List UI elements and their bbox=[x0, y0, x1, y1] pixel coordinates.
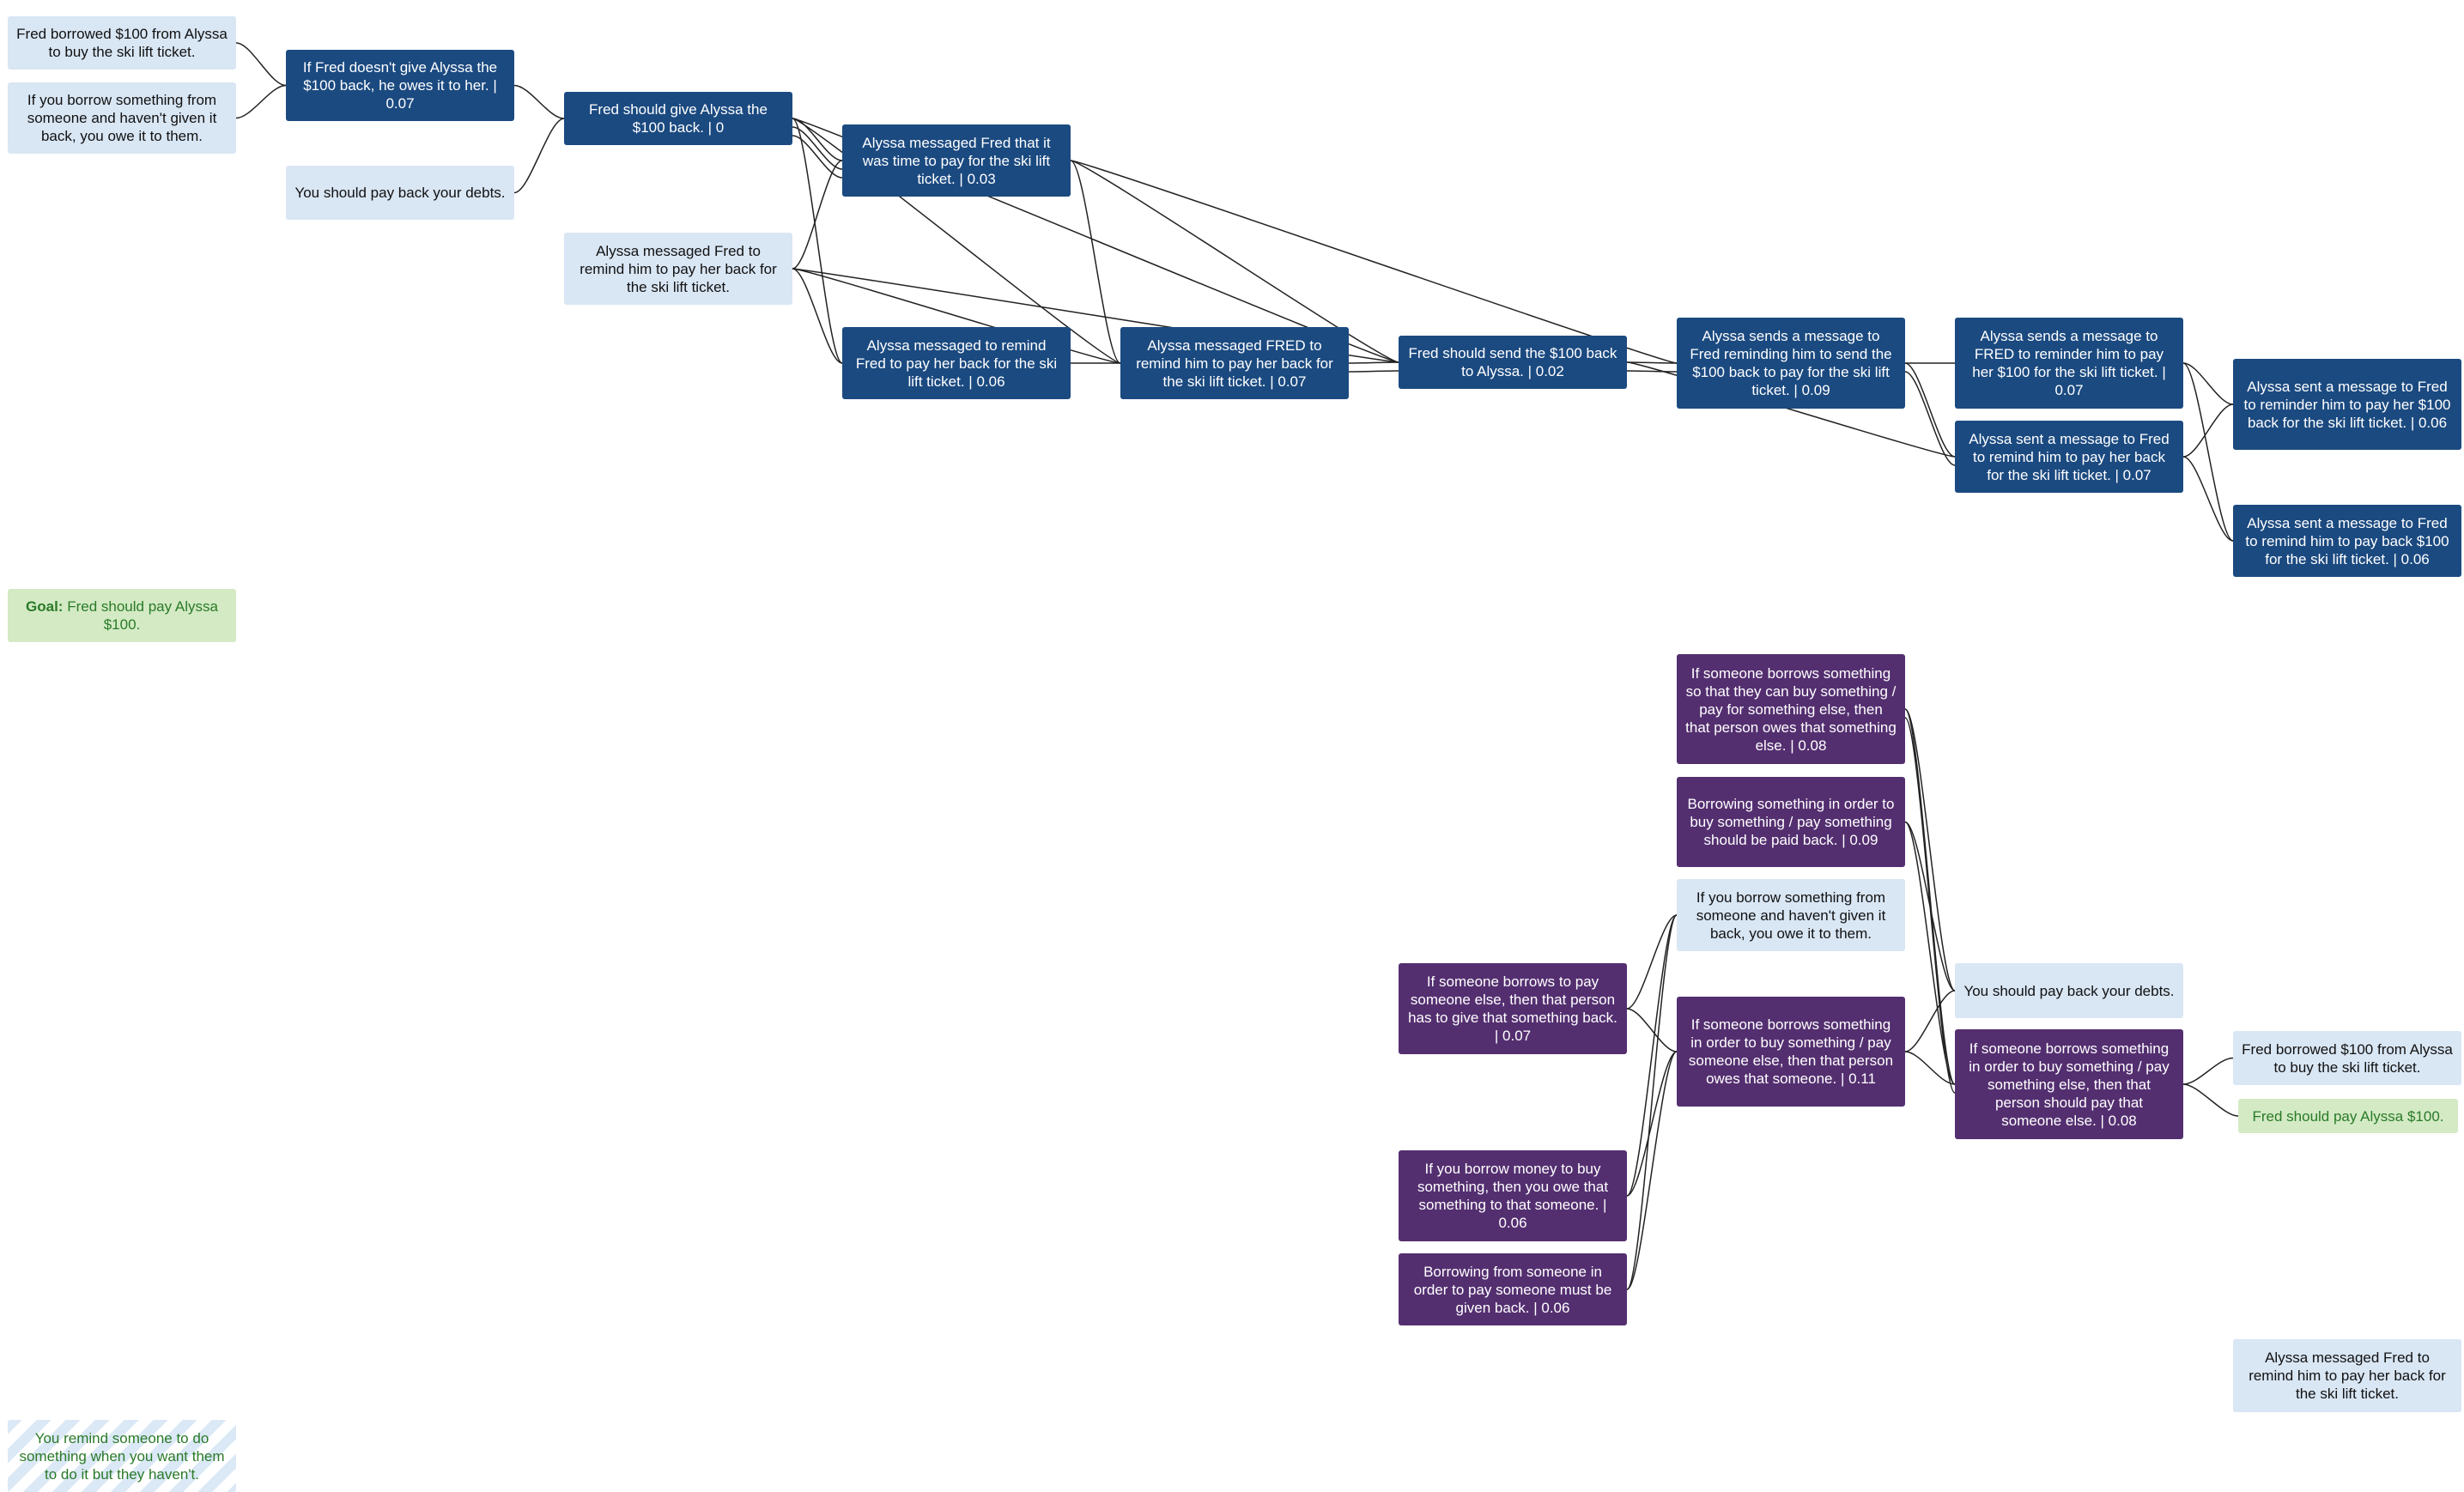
edge bbox=[1070, 160, 1399, 363]
node-alyssa-sends-fred-caps: Alyssa sends a message to FRED to remind… bbox=[1955, 318, 2183, 409]
edge bbox=[1626, 914, 1678, 1290]
goal-leaf: Fred should pay Alyssa $100. bbox=[2238, 1099, 2458, 1133]
rule-borrows-should-pay: If someone borrows something in order to… bbox=[1955, 1029, 2183, 1139]
edge bbox=[792, 118, 843, 364]
edge bbox=[1904, 821, 1956, 1085]
premise-pay-debts-2: You should pay back your debts. bbox=[1955, 963, 2183, 1018]
premise-borrow-owe-2: If you borrow something from someone and… bbox=[1677, 879, 1905, 951]
premise-remind-someone: You remind someone to do something when … bbox=[8, 1420, 236, 1492]
edge bbox=[1626, 914, 1678, 1010]
edge bbox=[792, 126, 843, 170]
premise-pay-debts: You should pay back your debts. bbox=[286, 166, 514, 220]
edge bbox=[1904, 708, 1956, 992]
edge bbox=[792, 118, 1399, 363]
edge bbox=[235, 42, 287, 87]
edge bbox=[1348, 370, 1399, 373]
edge bbox=[792, 118, 1121, 364]
rule-borrow-money: If you borrow money to buy something, th… bbox=[1399, 1150, 1627, 1241]
node-fred-owes-her: If Fred doesn't give Alyssa the $100 bac… bbox=[286, 50, 514, 121]
edge bbox=[1904, 1051, 1956, 1085]
edge bbox=[2182, 456, 2234, 542]
rule-borrows-to-pay: If someone borrows to pay someone else, … bbox=[1399, 963, 1627, 1054]
edge bbox=[1626, 1008, 1678, 1052]
edge bbox=[1070, 160, 1121, 364]
rule-borrowing-paid-back: Borrowing something in order to buy some… bbox=[1677, 777, 1905, 867]
edge bbox=[792, 268, 843, 364]
rule-borrows-so-owes: If someone borrows something so that the… bbox=[1677, 654, 1905, 764]
node-alyssa-sent-reminder-100: Alyssa sent a message to Fred to reminde… bbox=[2233, 359, 2461, 450]
edge bbox=[513, 84, 565, 119]
premise-borrow-owe: If you borrow something from someone and… bbox=[8, 82, 236, 154]
edge bbox=[1626, 370, 1678, 373]
premise-alyssa-messaged: Alyssa messaged Fred to remind him to pa… bbox=[564, 233, 792, 305]
edge bbox=[1904, 990, 1956, 1052]
rule-borrows-owes-someone: If someone borrows something in order to… bbox=[1677, 997, 1905, 1107]
node-alyssa-time-to-pay: Alyssa messaged Fred that it was time to… bbox=[842, 124, 1071, 197]
edge bbox=[2182, 1083, 2239, 1117]
edge bbox=[792, 160, 843, 270]
node-alyssa-messaged-to-remind: Alyssa messaged to remind Fred to pay he… bbox=[842, 327, 1071, 399]
node-fred-should-send: Fred should send the $100 back to Alyssa… bbox=[1399, 336, 1627, 389]
edge bbox=[1626, 361, 1678, 364]
edge bbox=[1904, 362, 1956, 458]
edge bbox=[1904, 371, 1956, 466]
edge bbox=[1626, 1051, 1678, 1197]
edge bbox=[2182, 1057, 2234, 1085]
edge bbox=[2182, 362, 2234, 405]
goal-label: Goal: bbox=[26, 598, 64, 615]
premise-fred-borrowed: Fred borrowed $100 from Alyssa to buy th… bbox=[8, 16, 236, 70]
edge bbox=[1070, 160, 1678, 364]
edge bbox=[1904, 821, 1956, 992]
edge bbox=[792, 268, 1399, 363]
edge bbox=[792, 135, 843, 179]
edge bbox=[2182, 362, 2234, 542]
edge bbox=[1626, 361, 1956, 458]
edge bbox=[513, 118, 565, 194]
rule-borrowing-from: Borrowing from someone in order to pay s… bbox=[1399, 1253, 1627, 1325]
edge bbox=[1626, 1051, 1678, 1290]
goal-box: Goal: Fred should pay Alyssa $100. bbox=[8, 589, 236, 642]
edge bbox=[1348, 361, 1399, 364]
edge bbox=[792, 118, 843, 161]
node-alyssa-sent-remind-100: Alyssa sent a message to Fred to remind … bbox=[2233, 505, 2461, 577]
goal-text: Fred should pay Alyssa $100. bbox=[67, 598, 218, 633]
premise-fred-borrowed-2: Fred borrowed $100 from Alyssa to buy th… bbox=[2233, 1031, 2461, 1085]
edge bbox=[2182, 403, 2234, 458]
edge bbox=[1904, 708, 1956, 1085]
edge bbox=[792, 268, 1121, 364]
node-alyssa-messaged-fred-caps: Alyssa messaged FRED to remind him to pa… bbox=[1120, 327, 1349, 399]
node-fred-should-give: Fred should give Alyssa the $100 back. |… bbox=[564, 92, 792, 145]
node-alyssa-sends-reminding: Alyssa sends a message to Fred reminding… bbox=[1677, 318, 1905, 409]
edge bbox=[235, 84, 287, 119]
node-alyssa-sent-remind: Alyssa sent a message to Fred to remind … bbox=[1955, 421, 2183, 493]
premise-alyssa-messaged-2: Alyssa messaged Fred to remind him to pa… bbox=[2233, 1339, 2461, 1412]
edge bbox=[1626, 914, 1678, 1197]
